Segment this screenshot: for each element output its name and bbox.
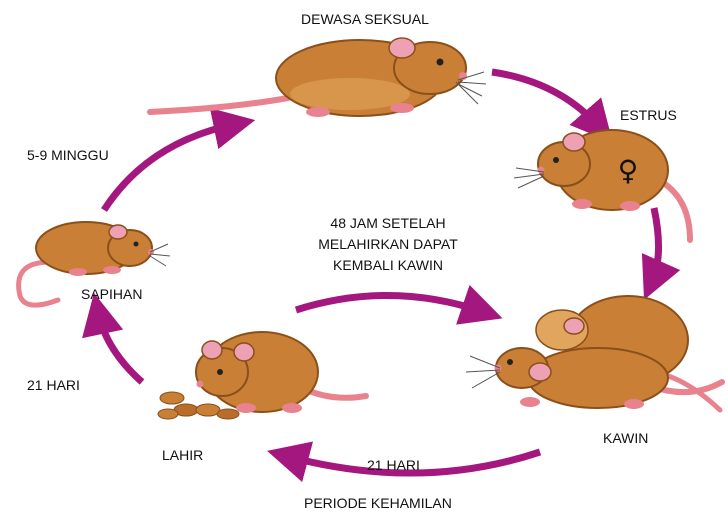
label-mating: KAWIN [603, 430, 648, 447]
estrus-rat-illustration [514, 130, 690, 240]
label-gestation-period: PERIODE KEHAMILAN [304, 495, 452, 512]
arrow-adult-to-estrus [492, 72, 600, 128]
label-gestation-days: 21 HARI [367, 457, 420, 474]
label-weaning: SAPIHAN [81, 286, 142, 303]
birth-rat-illustration [158, 332, 366, 419]
label-interval-to-adult: 5-9 MINGGU [27, 147, 109, 164]
label-birth: LAHIR [162, 447, 203, 464]
note-line-3: KEMBALI KAWIN [298, 257, 478, 274]
adult-rat-illustration [150, 38, 486, 117]
note-line-2: MELAHIRKAN DAPAT [298, 236, 478, 253]
female-symbol: ♀ [618, 154, 639, 187]
arrow-weaning-to-adult [104, 124, 236, 210]
arrow-estrus-to-mating [652, 208, 659, 282]
note-line-1: 48 JAM SETELAH [298, 215, 478, 232]
label-adult: DEWASA SEKSUAL [301, 11, 429, 28]
mating-rats-illustration [466, 296, 722, 410]
label-estrus: ESTRUS [620, 107, 677, 124]
arrow-birth-to-mating [296, 295, 484, 312]
arrow-birth-to-weaning [98, 312, 142, 382]
label-interval-to-weaning: 21 HARI [27, 377, 80, 394]
